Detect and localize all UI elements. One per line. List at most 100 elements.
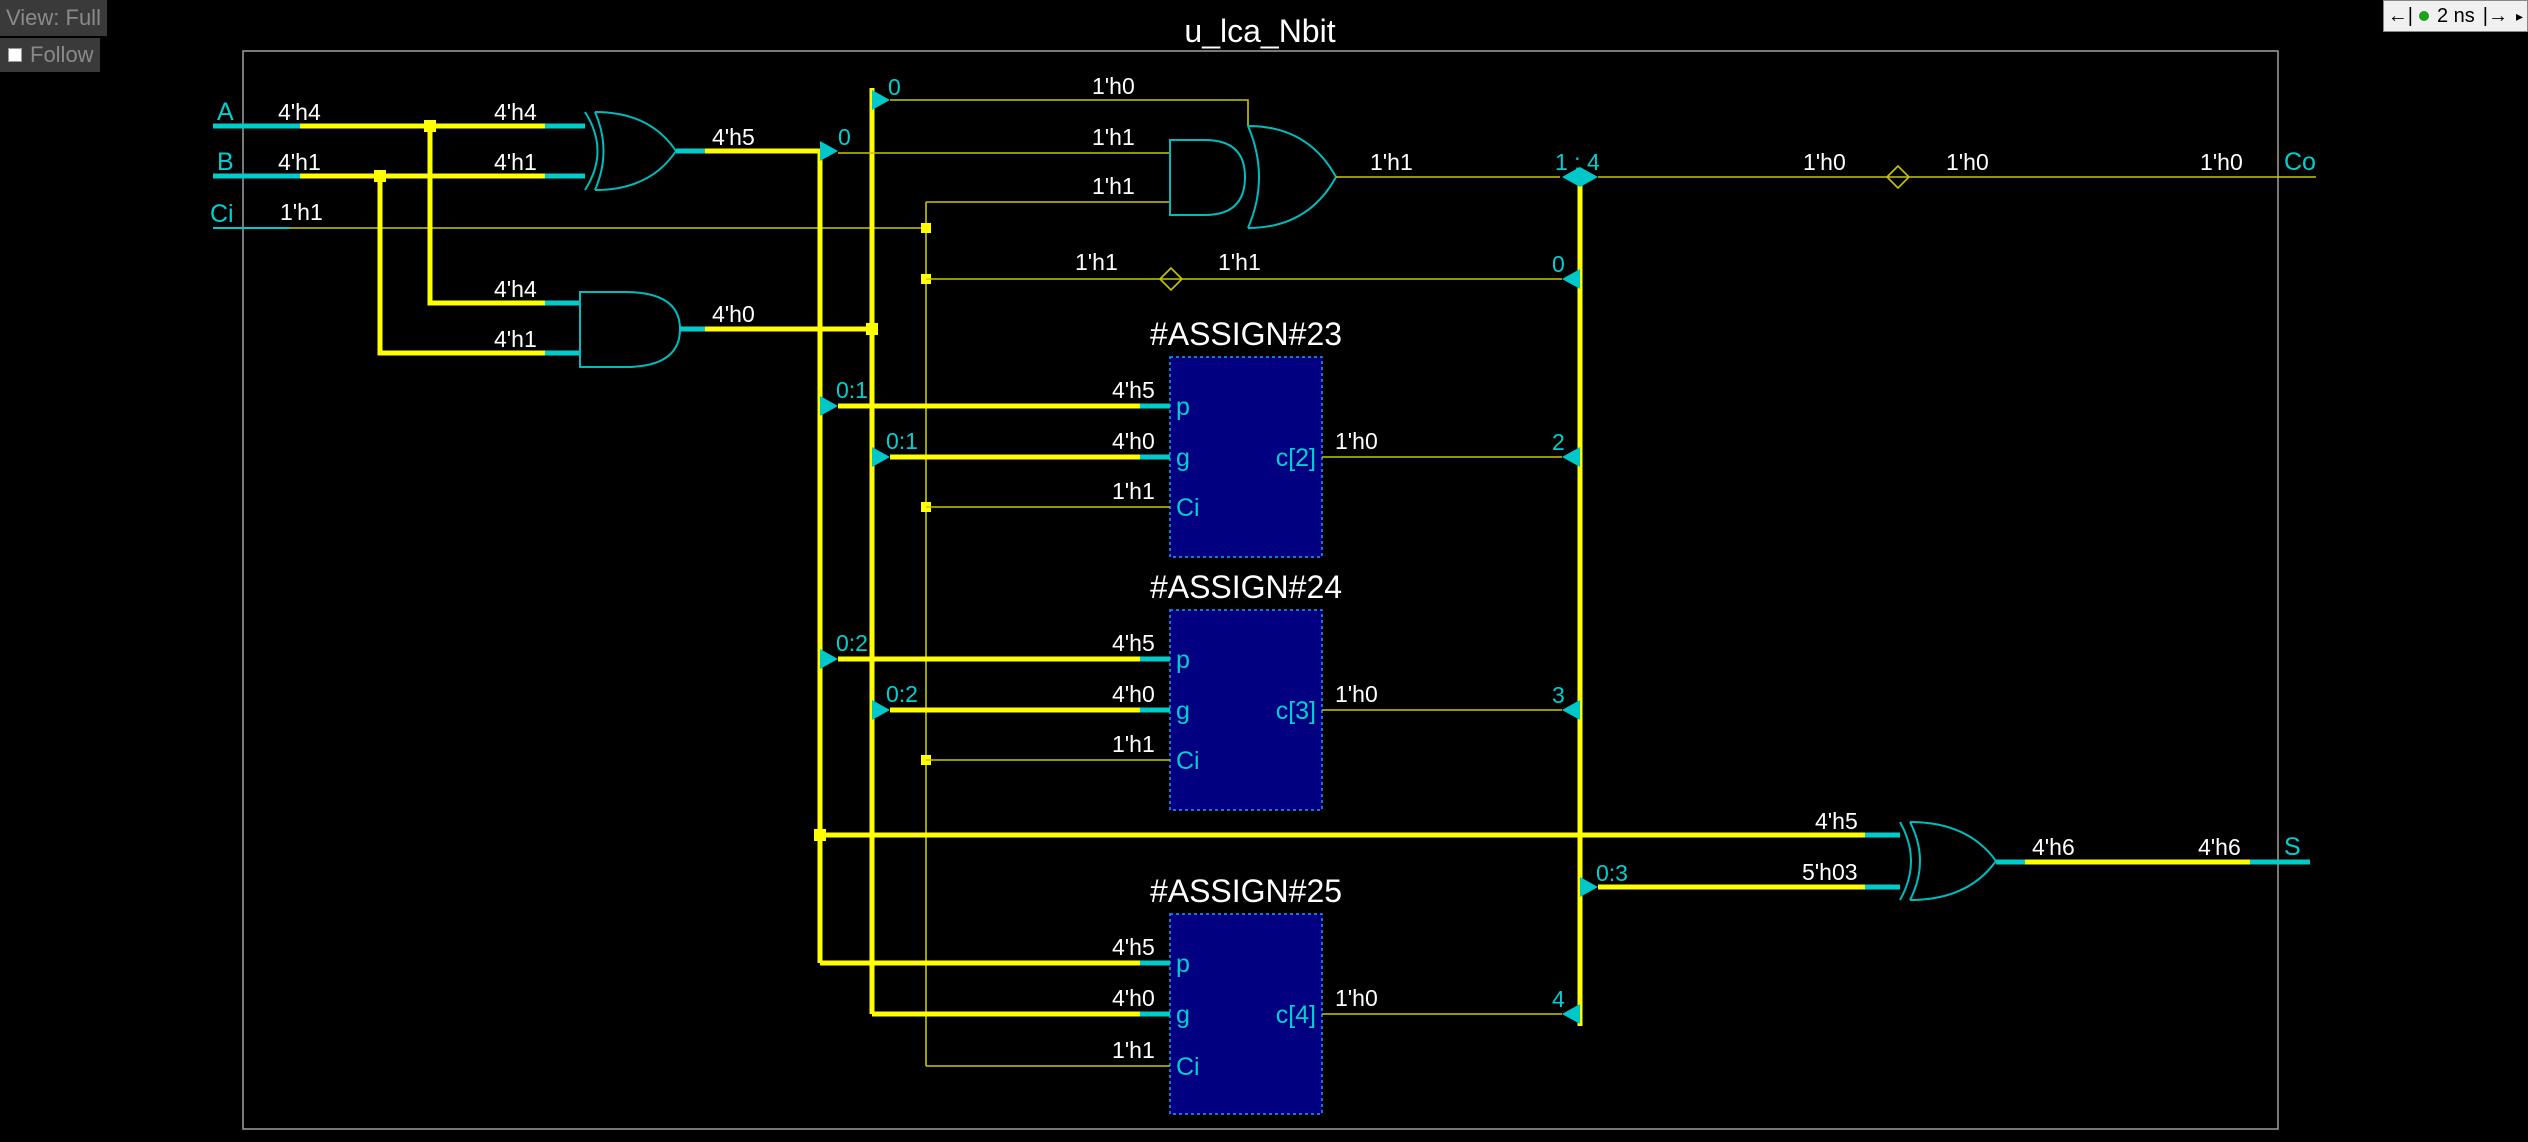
val-co-1: 1'h0 [1803,149,1846,175]
pin-a24-g: g [1176,697,1190,725]
tap-p02 [820,649,838,669]
net-a-branch[interactable] [427,126,545,306]
net-g0[interactable] [890,99,1249,126]
and-gate-g[interactable] [579,291,682,368]
buffer-c0 [1158,266,1184,292]
val-xor-a: 4'h4 [494,99,537,125]
port-a-label[interactable]: A [217,98,234,126]
val-a23-g: 4'h0 [1112,428,1155,454]
val-a25-g: 4'h0 [1112,985,1155,1011]
idx-c0: 0 [1552,251,1565,277]
status-dot-icon [2418,11,2429,21]
view-mode-label[interactable]: View: Full [0,0,107,36]
idx-g0: 0 [888,74,901,100]
val-top-1: 1'h1 [1092,124,1135,150]
val-a24-g: 4'h0 [1112,681,1155,707]
tap-g02 [872,700,890,720]
time-widget[interactable]: ←| 2 ns |→ ▸ [2382,0,2528,32]
pin-a24-p: p [1176,646,1190,674]
tap-c2 [1562,447,1580,467]
val-and-a: 4'h4 [494,276,537,302]
val-ci-in: 1'h1 [280,199,323,225]
tap-c4 [1562,1004,1580,1024]
module-border [242,50,2279,1130]
port-b-label[interactable]: B [217,148,234,176]
tap-p0 [820,141,838,161]
tap-c-top [1562,167,1598,187]
val-or-out: 1'h1 [1370,149,1413,175]
tap-c0 [1562,269,1580,289]
idx-p02: 0:2 [836,630,868,656]
val-b-in: 4'h1 [278,149,321,175]
time-value: 2 ns [2436,4,2475,27]
assign-block-25[interactable] [1169,913,1323,1115]
buffer-co [1885,164,1911,190]
pin-a25-c: c[4] [1276,1001,1316,1029]
tap-p01 [820,396,838,416]
junction-ci-1 [921,223,931,233]
pin-a24-ci: Ci [1176,747,1200,775]
idx-c-top: 1 : 4 [1555,149,1600,175]
follow-label: Follow [30,42,94,67]
val-and-out: 4'h0 [712,301,755,327]
val-a23-ci: 1'h1 [1112,478,1155,504]
assign-title-24: #ASSIGN#24 [1150,569,1342,605]
val-s-mid: 4'h6 [2032,834,2075,860]
val-a25-p: 4'h5 [1112,934,1155,960]
idx-c03: 0:3 [1596,860,1628,886]
port-ci-label[interactable]: Ci [210,200,234,228]
pin-a23-p: p [1176,393,1190,421]
junction-g [866,323,878,335]
val-c0-right: 1'h1 [1218,249,1261,275]
step-forward-icon[interactable]: |→ [2482,4,2508,27]
val-a-in: 4'h4 [278,99,321,125]
tap-c3 [1562,700,1580,720]
pin-a25-ci: Ci [1176,1053,1200,1081]
idx-g02: 0:2 [886,681,918,707]
port-s-label[interactable]: S [2284,833,2301,861]
val-c0-left: 1'h1 [1075,249,1118,275]
val-s-out: 4'h6 [2198,834,2241,860]
val-a24-ci: 1'h1 [1112,731,1155,757]
xor-gate-p[interactable] [584,111,678,191]
val-top-0: 1'h0 [1092,73,1135,99]
follow-toggle[interactable]: Follow [0,38,100,72]
val-xs-c: 5'h03 [1802,859,1858,885]
idx-g01: 0:1 [886,428,918,454]
idx-c2: 2 [1552,429,1565,455]
tap-c03 [1580,877,1598,897]
pin-a25-g: g [1176,1001,1190,1029]
idx-p0: 0 [838,124,851,150]
assign-title-23: #ASSIGN#23 [1150,316,1342,352]
val-xs-p: 4'h5 [1815,808,1858,834]
module-title: u_lca_Nbit [1184,13,1335,49]
val-co-2: 1'h0 [1946,149,1989,175]
val-and-b: 4'h1 [494,326,537,352]
net-b-branch[interactable] [377,176,545,356]
menu-arrow-icon[interactable]: ▸ [2515,7,2523,24]
idx-c4: 4 [1552,986,1565,1012]
tap-g0 [872,90,890,110]
port-co-label[interactable]: Co [2284,148,2316,176]
junction-a [424,120,436,132]
tap-g01 [872,447,890,467]
xor-gate-sum[interactable] [1899,821,1998,901]
pin-a23-ci: Ci [1176,494,1200,522]
junction-b [374,170,386,182]
or-gate-carry[interactable] [1247,125,1338,229]
val-a25-ci: 1'h1 [1112,1037,1155,1063]
val-a24-c: 1'h0 [1335,681,1378,707]
val-xor-b: 4'h1 [494,149,537,175]
val-xor-out: 4'h5 [712,124,755,150]
step-back-icon[interactable]: ←| [2387,4,2413,27]
val-a23-p: 4'h5 [1112,377,1155,403]
val-top-2: 1'h1 [1092,173,1135,199]
idx-p01: 0:1 [836,377,868,403]
val-a24-p: 4'h5 [1112,630,1155,656]
pin-a25-p: p [1176,950,1190,978]
val-co-3: 1'h0 [2200,149,2243,175]
val-a25-c: 1'h0 [1335,985,1378,1011]
and-gate-carry[interactable] [1169,139,1247,216]
follow-checkbox[interactable] [8,48,22,62]
